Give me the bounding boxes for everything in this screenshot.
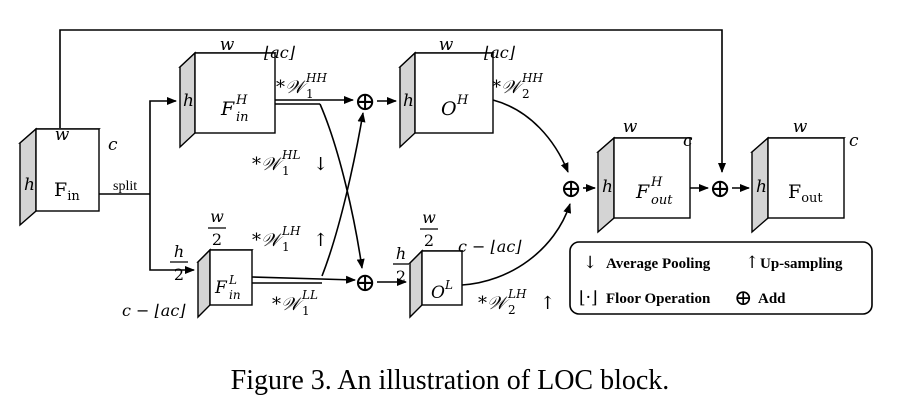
o-h-height-label: h <box>403 91 414 111</box>
w1-lh-sub: 1 <box>282 240 290 254</box>
fraction-bars <box>170 227 438 265</box>
f-in-h-height-label: h <box>183 91 194 111</box>
w1-ll-sup: LL <box>301 288 318 302</box>
o-l-width-den: 2 <box>424 231 434 250</box>
legend-add-symbol: ⊕ <box>734 286 752 311</box>
o-l-to-add-line <box>461 203 572 286</box>
w1-hl-label: *𝒲 <box>252 154 284 175</box>
f-out-h-sup: H <box>650 175 663 190</box>
f-in-l-height-num: h <box>174 242 184 261</box>
cube-f-in <box>18 127 101 227</box>
o-l-height-den: 2 <box>396 267 406 286</box>
f-in-height-label: h <box>24 175 35 195</box>
legend-pool-label: Average Pooling <box>606 256 711 272</box>
split-label: split <box>113 179 137 194</box>
legend-up-symbol: ↑ <box>745 253 759 273</box>
split-to-high-line <box>149 97 177 194</box>
w1-hl-arrow: ↓ <box>313 154 328 175</box>
f-in-l-width-num: w <box>210 207 224 226</box>
cross-low-to-high-line <box>321 112 366 277</box>
skip-connection-line <box>59 29 726 173</box>
f-in-h-sup: H <box>235 93 248 108</box>
f-out-h-width-label: w <box>623 117 638 137</box>
f-out-h-depth-label: c <box>683 131 693 151</box>
o-l-sup: L <box>444 278 453 292</box>
w1-lh-sup: LH <box>281 224 301 238</box>
add-symbol-low: ⊕ <box>354 268 376 298</box>
w2-hh-sub: 2 <box>522 87 530 101</box>
f-in-h-depth-label: ⌊ac⌋ <box>264 43 296 62</box>
f-in-l-label: F <box>214 278 228 298</box>
cube-f-in-h <box>178 51 277 149</box>
o-h-width-label: w <box>439 35 454 55</box>
f-in-l-height-den: 2 <box>174 265 184 284</box>
w1-hl-sub: 1 <box>282 164 290 178</box>
cube-o-h <box>398 51 495 149</box>
o-l-depth-label: c − ⌊ac⌋ <box>458 237 522 256</box>
f-in-width-label: w <box>55 125 70 145</box>
w1-hh-sub: 1 <box>306 87 314 101</box>
w1-lh-label: *𝒲 <box>252 230 284 251</box>
f-out-depth-label: c <box>849 131 859 151</box>
legend-pool-symbol: ↓ <box>583 253 597 273</box>
o-l-label: O <box>431 283 445 303</box>
cross-high-to-low-line <box>319 103 365 269</box>
w2-lh-label: *𝒲 <box>478 293 510 314</box>
w2-hh-label: *𝒲 <box>492 77 524 98</box>
legend-up-label: Up-sampling <box>760 256 843 272</box>
f-in-h-sub: in <box>236 110 249 125</box>
cube-f-out-h <box>596 136 692 234</box>
legend-floor-label: Floor Operation <box>606 291 711 307</box>
f-out-label: Fout <box>788 181 823 206</box>
w1-ll-label: *𝒲 <box>272 294 304 315</box>
w1-hh-sup: HH <box>305 71 327 85</box>
f-in-label: Fin <box>54 179 80 204</box>
f-in-l-sup: L <box>228 273 237 287</box>
add-symbol-high: ⊕ <box>354 87 376 117</box>
f-in-depth-label: c <box>108 135 118 155</box>
f-out-h-label: F <box>635 181 650 203</box>
f-out-h-sub: out <box>651 193 673 208</box>
o-h-label: O <box>441 98 457 120</box>
legend-add-label: Add <box>758 291 786 307</box>
f-out-width-label: w <box>793 117 808 137</box>
add-symbol-merge: ⊕ <box>560 174 582 204</box>
f-out-h-height-label: h <box>602 177 613 197</box>
o-l-width-num: w <box>422 208 436 227</box>
f-in-h-width-label: w <box>220 35 235 55</box>
connectors <box>59 29 750 286</box>
w1-ll-sub: 1 <box>302 304 310 318</box>
legend-floor-symbol: ⌊·⌋ <box>579 288 598 308</box>
w2-lh-arrow: ↑ <box>540 293 555 314</box>
f-in-h-label: F <box>220 98 235 120</box>
split-to-low-line <box>149 194 195 274</box>
f-out-height-label: h <box>756 177 767 197</box>
w2-lh-sup: LH <box>507 287 527 301</box>
w1-lh-arrow: ↑ <box>313 230 328 251</box>
o-h-sup: H <box>456 93 469 108</box>
o-h-depth-label: ⌊ac⌋ <box>484 43 516 62</box>
legend-box <box>569 241 873 315</box>
f-in-l-sub: in <box>229 288 241 302</box>
f-in-l-width-den: 2 <box>212 230 222 249</box>
cube-f-out <box>750 136 846 234</box>
w1-hh-label: *𝒲 <box>276 77 308 98</box>
w1-hl-sup: HL <box>281 148 300 162</box>
o-h-to-add-line <box>492 99 569 173</box>
o-l-height-num: h <box>396 244 406 263</box>
add-symbol-residual: ⊕ <box>709 174 731 204</box>
cube-o-l <box>408 249 464 319</box>
f-in-l-depth-label: c − ⌊ac⌋ <box>122 301 186 320</box>
w2-hh-sup: HH <box>521 71 543 85</box>
legend: ↓ Average Pooling ↑ Up-sampling ⌊·⌋ Floo… <box>569 241 873 315</box>
cube-f-in-l <box>196 248 254 319</box>
w2-lh-sub: 2 <box>508 303 516 317</box>
figure-caption: Figure 3. An illustration of LOC block. <box>231 365 670 396</box>
